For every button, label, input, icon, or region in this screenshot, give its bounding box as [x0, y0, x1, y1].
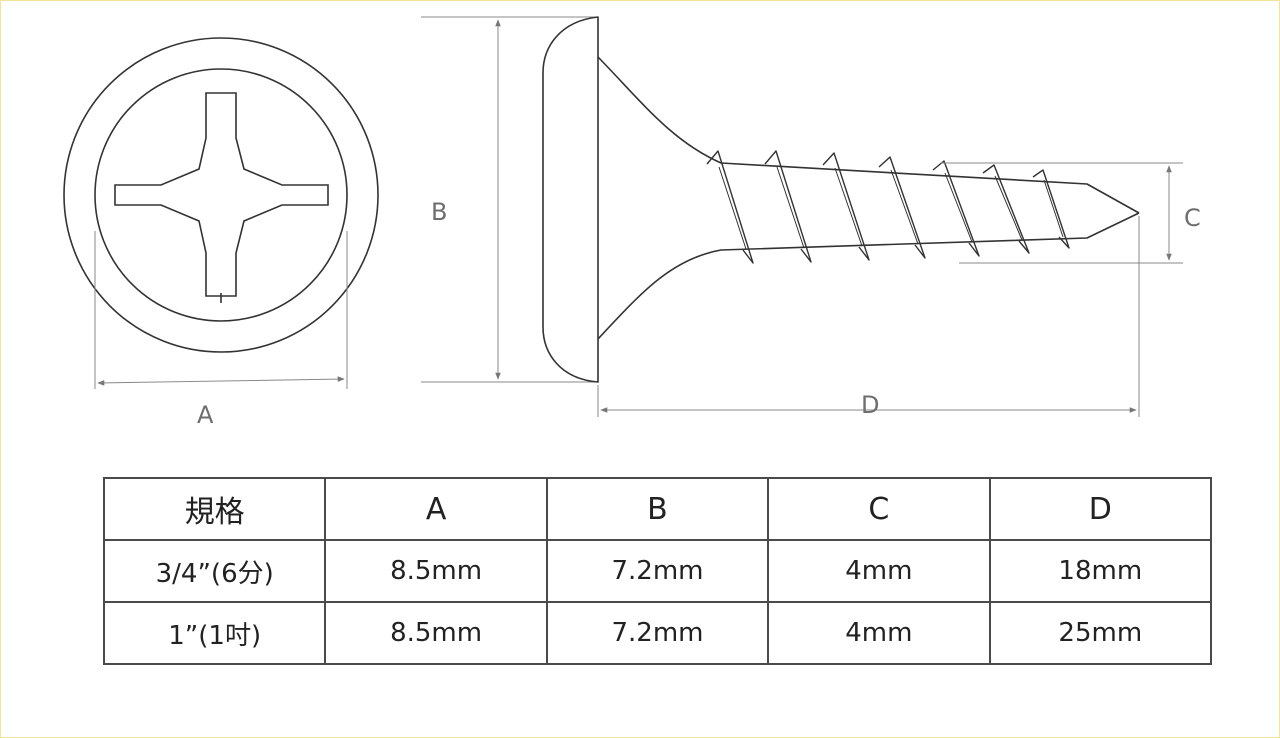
- screw-shank-upper: [597, 56, 1140, 214]
- cell-d: 18mm: [988, 539, 1213, 603]
- table-row: 1”(1吋) 8.5mm 7.2mm 4mm 25mm: [102, 601, 1213, 665]
- dimension-label-b: B: [431, 198, 448, 226]
- cell-a: 8.5mm: [324, 539, 548, 603]
- cell-spec: 1”(1吋): [102, 601, 327, 665]
- header-b: B: [545, 477, 770, 541]
- cell-a: 8.5mm: [324, 601, 548, 665]
- cell-b: 7.2mm: [545, 601, 770, 665]
- dimension-d: [597, 216, 1140, 417]
- spec-table: 規格 A B C D 3/4”(6分) 8.5mm 7.2mm 4mm 18mm…: [102, 477, 1213, 665]
- screw-shank-lower: [597, 212, 1140, 340]
- phillips-cross-recess: [114, 92, 329, 297]
- cell-d: 25mm: [988, 601, 1213, 665]
- header-spec: 規格: [102, 477, 327, 541]
- header-c: C: [767, 477, 991, 541]
- screw-thread-inner: [718, 166, 1064, 250]
- cell-c: 4mm: [767, 539, 991, 603]
- dimension-b: [421, 16, 598, 383]
- cell-spec: 3/4”(6分): [102, 539, 327, 603]
- screw-side-view: [542, 16, 1140, 383]
- cell-b: 7.2mm: [545, 539, 770, 603]
- screw-head-side: [542, 16, 599, 383]
- header-a: A: [324, 477, 548, 541]
- dimension-label-c: C: [1184, 204, 1201, 232]
- head-outer-circle: [63, 37, 379, 353]
- spec-table-header-row: 規格 A B C D: [102, 477, 1213, 541]
- dimension-a: [94, 231, 348, 389]
- cell-c: 4mm: [767, 601, 991, 665]
- dimension-c: [941, 162, 1183, 264]
- header-d: D: [988, 477, 1213, 541]
- dimension-label-d: D: [861, 391, 880, 419]
- head-inner-circle: [94, 68, 348, 322]
- screw-technical-drawing: [63, 16, 1183, 417]
- screw-thread: [706, 150, 1070, 264]
- screw-head-top-view: [63, 37, 379, 353]
- dimension-label-a: A: [197, 401, 214, 429]
- table-row: 3/4”(6分) 8.5mm 7.2mm 4mm 18mm: [102, 539, 1213, 603]
